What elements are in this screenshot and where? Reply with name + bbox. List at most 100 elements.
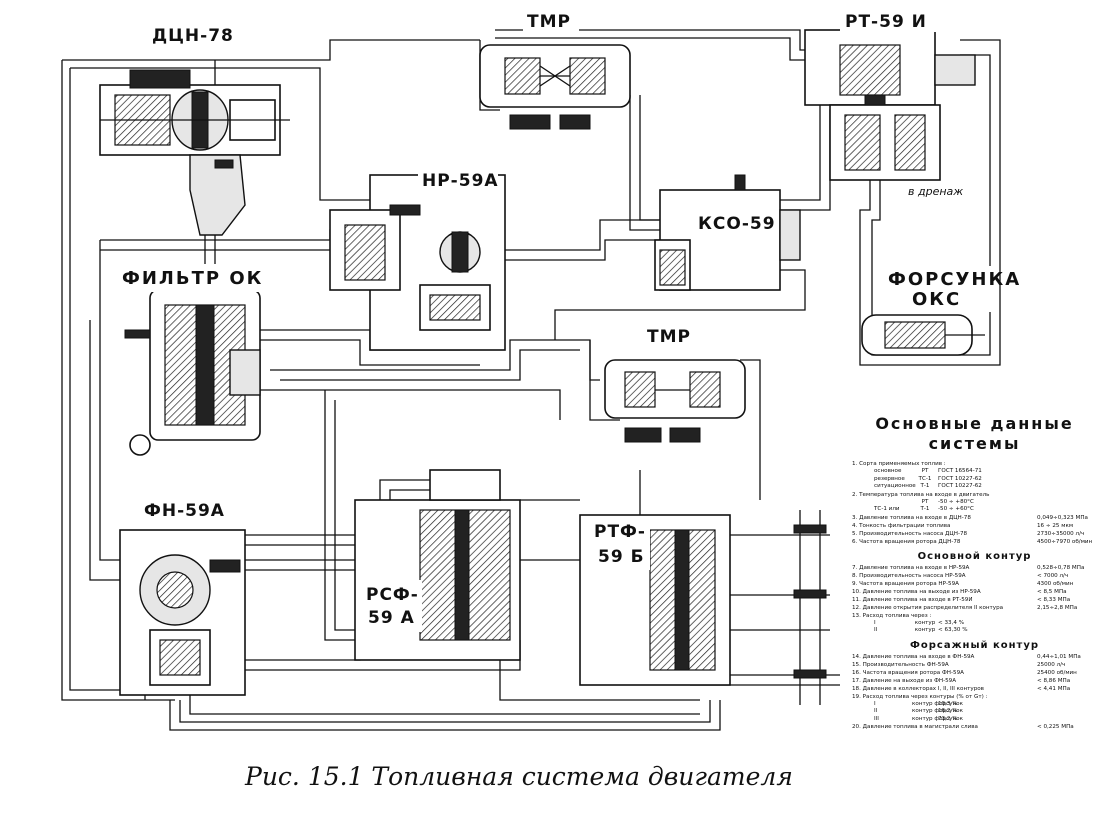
spec-label: 19. Расход топлива через контуры (% от G… [852,693,988,700]
spec-subcell: ГОСТ 16564-71 [938,468,982,474]
spec-row: 18. Давление в коллекторах I, II, III ко… [852,685,1097,693]
spec-label: 20. Давление топлива в магистрали слива [852,724,978,730]
label-rsf-line2: 59 А [368,608,415,628]
spec-subcell: < 33,4 % [938,619,965,626]
spec-label: 7. Давление топлива на входе в НР-59А [852,564,970,571]
spec-value: < 4,41 МПа [1037,685,1071,692]
rsf59a-distributor [354,469,521,661]
spec-subcell [852,499,912,507]
spec-subrow: ситуационное Т-1 ГОСТ 10227-62 [852,483,1097,491]
label-rtf-line2: 59 Б [598,547,645,567]
spec-subcell: 10,3 % [938,700,958,707]
spec-row: 3. Давление топлива на входе в ДЦН-78 0,0… [852,514,1097,522]
spec-value: < 7000 л/ч [1037,572,1069,579]
figure-caption: Рис. 15.1 Топливная система двигателя [244,762,793,791]
tmr-top-heat-exchanger [479,44,631,130]
tmr-mid-heat-exchanger [604,359,746,443]
specs-main-circuit-heading: Основной контур [917,550,1032,562]
forsunka-oks-injector [861,314,985,356]
fn59a-afterburner-pump [119,529,246,696]
spec-row: 14. Давление топлива на входе в ФН-59А 0,… [852,653,1097,661]
spec-subcell: основное [874,468,902,474]
spec-subrow: РТ -50 ÷ +80°С [852,499,1097,507]
label-filter-ok: ФИЛЬТР ОК [122,268,263,289]
spec-subcell: контур [914,627,936,633]
spec-value: 4300 об/мин [1037,580,1074,587]
spec-row: 4. Тонкость фильтрации топлива 16 ÷ 25 мк… [852,522,1097,530]
spec-subcell: I [874,700,876,707]
specs-afterburner-heading: Форсажный контур [909,639,1040,651]
spec-value [1037,693,1097,701]
label-tmr-mid: ТМР [647,327,691,347]
spec-row: 11. Давление топлива на входе в РТ-59И< … [852,596,1097,604]
spec-subcell: контур форсунок [912,715,963,722]
spec-subcell: < 63,30 % [938,627,968,633]
spec-subcell: ситуационное [874,483,916,489]
spec-value: 25400 об/мин [1037,669,1077,676]
rtf59b-regulator [579,510,827,705]
system-specs-panel: Основные данные системы 1. Сорта применя… [852,414,1097,731]
spec-subcell: 16,2 % [938,708,958,714]
spec-subcell: Т-1 [920,506,930,512]
spec-row: 20. Давление топлива в магистрали слива <… [852,723,1097,731]
spec-label: 16. Частота вращения ротора ФН-59А [852,669,964,676]
spec-subcell: ТС-1 [918,475,932,482]
label-drain: в дренаж [908,185,963,198]
spec-label: 4. Тонкость фильтрации топлива [852,522,951,529]
dcn78-pump [99,69,290,236]
spec-value: < 8,5 МПа [1037,588,1067,595]
spec-value: < 8,86 МПа [1037,677,1071,684]
spec-subcell: II [874,708,878,714]
label-rt59i: РТ-59 И [845,12,927,32]
spec-subcell: -50 ÷ +60°С [938,506,974,512]
spec-subcell: контур форсунок [912,708,963,714]
spec-label: 2. Температура топлива на входе в двигат… [852,491,990,498]
spec-label: 11. Давление топлива на входе в РТ-59И [852,596,973,603]
spec-value: 0,049÷0,323 МПа [1037,514,1088,521]
spec-value: 2,15÷2,8 МПа [1037,604,1078,611]
spec-label: 17. Давление на выходе из ФН-59А [852,677,957,684]
spec-label: 5. Производительность насоса ДЦН-78 [852,530,968,537]
spec-row: 19. Расход топлива через контуры (% от G… [852,693,1097,701]
spec-label: 14. Давление топлива на входе в ФН-59А [852,653,975,660]
specs-title-line1: Основные данные [875,414,1074,433]
spec-label: 3. Давление топлива на входе в ДЦН-78 [852,514,971,521]
spec-row: 10. Давление топлива на выходе из НР-59А… [852,588,1097,596]
spec-label: 8. Производительность насоса НР-59А [852,572,966,579]
label-rsf-line1: РСФ- [366,585,419,605]
spec-label: 1. Сорта применяемых топлив : [852,461,946,467]
spec-subcell: ГОСТ 10227-62 [938,475,982,482]
spec-value: < 0,225 МПа [1037,724,1074,730]
label-nr59a: НР-59А [422,171,499,191]
component-labels: ДЦН-78 ТМР РТ-59 И НР-59А КСО-59 ФИЛЬТР … [118,8,1021,632]
spec-subrow: резервное ТС-1 ГОСТ 10227-62 [852,476,1097,484]
spec-subcell: Т-1 [920,483,930,489]
spec-row: 7. Давление топлива на входе в НР-59А 0,5… [852,564,1097,572]
spec-value [1037,491,1097,499]
spec-subcell: РТ [921,498,929,505]
spec-value: 0,44÷1,01 МПа [1037,653,1081,660]
spec-row: 16. Частота вращения ротора ФН-59А 25400 … [852,669,1097,677]
spec-subcell: -50 ÷ +80°С [938,498,974,505]
spec-subcell: I [874,619,876,626]
spec-subcell: ГОСТ 10227-62 [938,483,982,489]
spec-value: 16 ÷ 25 мкм [1037,522,1074,529]
spec-subcell: резервное [874,475,905,482]
label-fn59a: ФН-59А [144,501,225,521]
spec-value: 4500÷7970 об/мин [1037,538,1093,545]
spec-subcell: контур [914,619,936,626]
label-forsunka: ФОРСУНКА [888,269,1021,290]
spec-value: 0,528÷0,78 МПа [1037,564,1085,571]
spec-subcell: III [874,715,879,722]
spec-subcell: 73,2 % [938,715,958,722]
spec-label: 13. Расход топлива через : [852,612,932,619]
spec-row: 12. Давление открытия распределителя II … [852,604,1097,612]
spec-row: 1. Сорта применяемых топлив : [852,460,1097,468]
